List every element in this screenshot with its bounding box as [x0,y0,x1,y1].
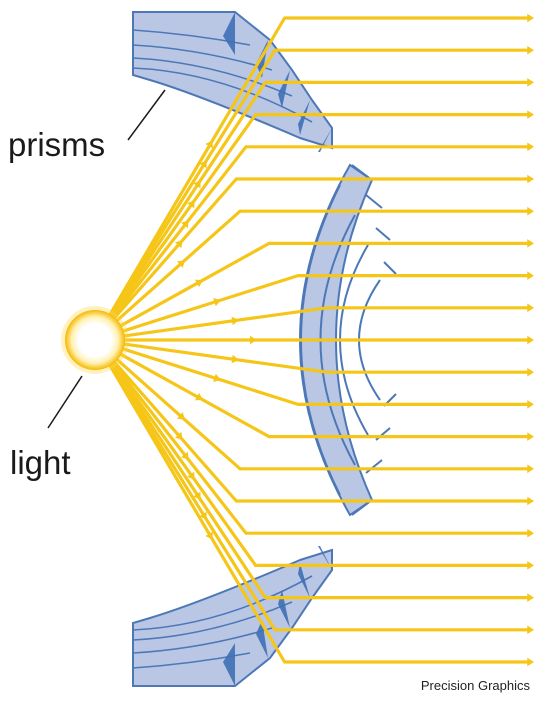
arrow-right-icon [527,626,534,635]
arrow-right-icon [527,14,534,23]
prism-facet [366,195,382,208]
ray-incident [95,340,327,372]
arrow-right-icon [527,271,534,280]
prism-facet [384,262,396,274]
prism-facet [366,460,382,473]
arrow-right-icon [527,658,534,667]
arrow-right-icon [527,561,534,570]
light-label: light [10,446,71,479]
arrow-right-icon [527,46,534,55]
arrow-right-icon [527,110,534,119]
arrow-right-icon [527,529,534,538]
arrow-right-icon [527,593,534,602]
arrow-right-icon [527,497,534,506]
prisms-label: prisms [8,128,105,161]
arrow-right-icon [527,304,534,313]
arrow-right-icon [527,400,534,409]
arrow-right-icon [527,432,534,441]
ray-incident [95,308,327,340]
arrow-right-icon [527,239,534,248]
light-bulb-icon [61,306,129,374]
arrow-incident-icon [250,336,257,345]
ray-incident [95,340,246,533]
ray-incident [95,147,246,340]
prisms-leader-line [128,90,165,140]
arrow-right-icon [527,175,534,184]
ray-incident [95,115,256,340]
light-leader-line [48,376,82,428]
arrow-right-icon [527,336,534,345]
arrow-right-icon [527,368,534,377]
arrow-right-icon [527,465,534,474]
arrow-right-icon [527,143,534,152]
arrow-right-icon [527,207,534,216]
credit-label: Precision Graphics [421,679,530,692]
light-bulb-body [65,310,125,370]
prism-facet [376,228,390,240]
arrow-right-icon [527,78,534,87]
